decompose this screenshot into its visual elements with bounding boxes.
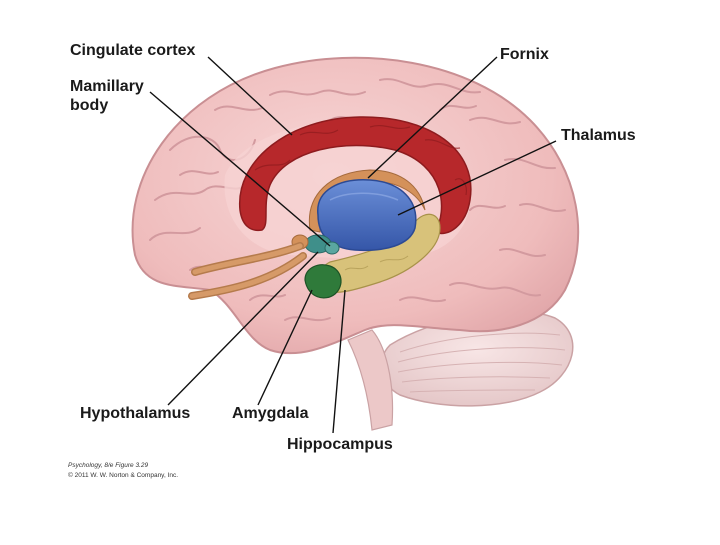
credit-text-1: Psychology, 8/e Figure 3.29 [68, 462, 148, 469]
label-mamillary-body-line1: Mamillary [70, 78, 144, 96]
label-thalamus: Thalamus [561, 127, 636, 145]
label-mamillary-body-line2: body [70, 97, 108, 115]
brainstem [348, 330, 393, 430]
label-amygdala: Amygdala [232, 405, 308, 423]
label-fornix: Fornix [500, 46, 549, 64]
thalamus-shape [318, 180, 416, 251]
credit-line-1: Psychology, 8/e Figure 3.29 [68, 462, 148, 469]
label-cingulate-cortex: Cingulate cortex [70, 42, 195, 60]
label-hypothalamus: Hypothalamus [80, 405, 190, 423]
credit-line-2: © 2011 W. W. Norton & Company, Inc. [68, 472, 178, 479]
label-hippocampus: Hippocampus [287, 436, 393, 454]
